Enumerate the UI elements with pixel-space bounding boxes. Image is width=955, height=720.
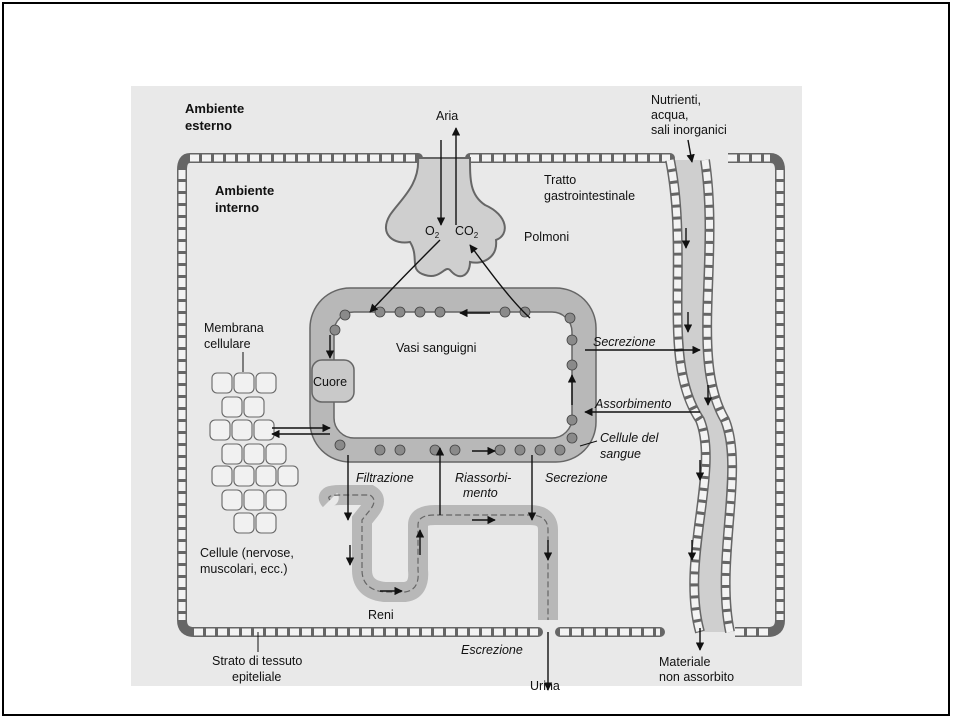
cell-cluster (209, 372, 299, 534)
label-materiale: Materiale non assorbito (659, 655, 734, 684)
label-membrana: Membrana cellulare (204, 321, 267, 351)
flow-arrows (242, 127, 713, 691)
label-escrezione: Escrezione (461, 643, 523, 657)
label-nutrienti: Nutrienti, acqua, sali inorganici (651, 93, 727, 137)
label-co2: CO2 (455, 224, 479, 240)
label-filtrazione: Filtrazione (356, 471, 414, 485)
label-strato: Strato di tessuto epiteliale (212, 654, 306, 684)
label-urina: Urina (530, 679, 560, 693)
label-secrezione-bottom: Secrezione (545, 471, 608, 485)
label-reni: Reni (368, 608, 394, 622)
label-secrezione-top: Secrezione (593, 335, 656, 349)
label-assorbimento: Assorbimento (594, 397, 671, 411)
label-cuore: Cuore (313, 375, 347, 389)
label-cellule-sangue: Cellule del sangue (600, 431, 662, 461)
lungs (384, 157, 506, 278)
label-polmoni: Polmoni (524, 230, 569, 244)
label-riassorbimento: Riassorbi- mento (455, 471, 515, 500)
heart (311, 359, 355, 403)
label-tratto: Tratto gastrointestinale (544, 173, 635, 203)
blood-cells (329, 306, 578, 456)
label-ambiente-esterno: Ambiente esterno (185, 101, 248, 133)
label-o2: O2 (425, 224, 440, 240)
label-cellule: Cellule (nervose, muscolari, ecc.) (200, 546, 297, 576)
label-vasi: Vasi sanguigni (396, 341, 476, 355)
label-aria: Aria (436, 109, 458, 123)
gi-tract-lumen (670, 160, 733, 632)
label-ambiente-interno: Ambiente interno (215, 183, 278, 215)
